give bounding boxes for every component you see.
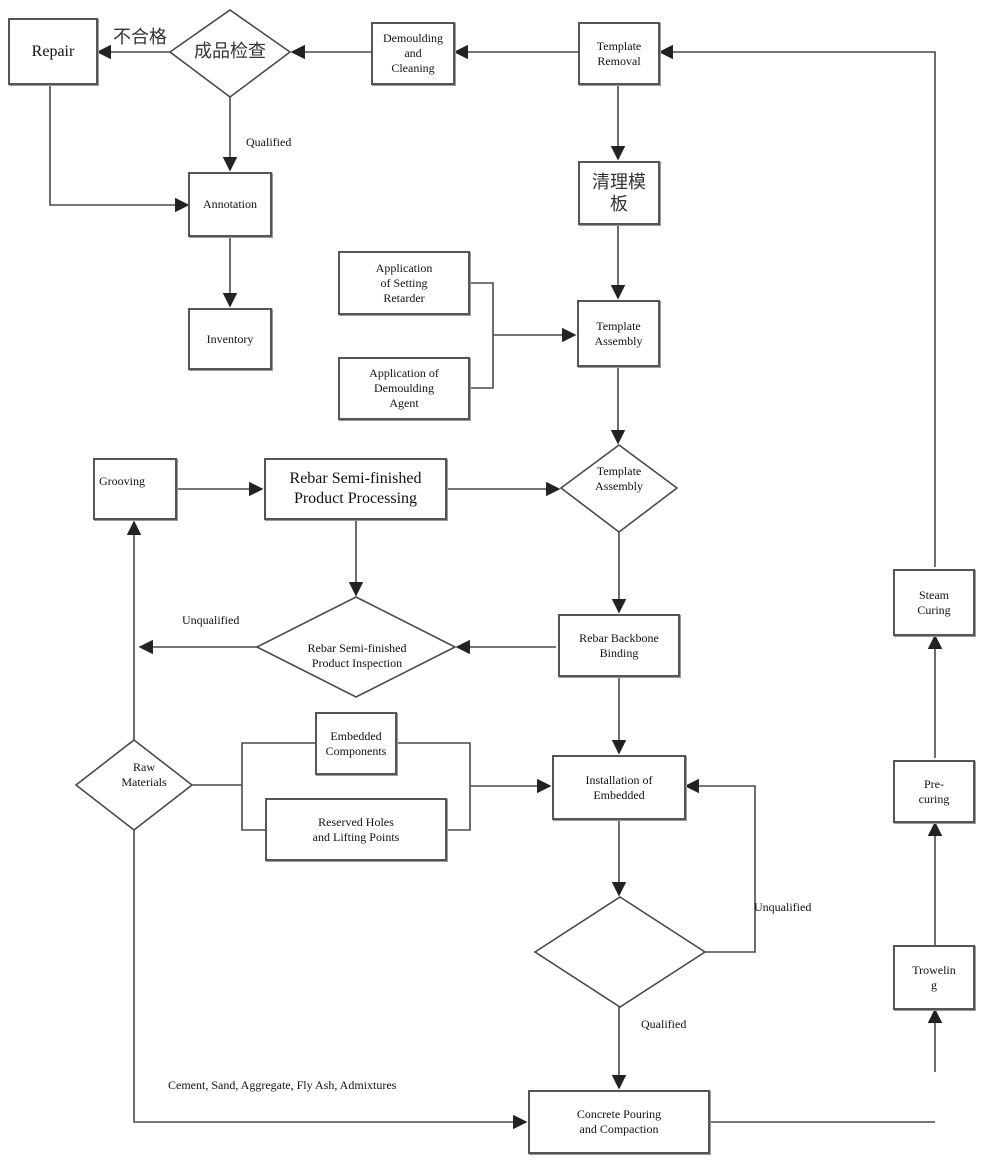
- materials-list-label: Cement, Sand, Aggregate, Fly Ash, Admixt…: [168, 1078, 397, 1092]
- template-removal-box: Template Removal: [578, 22, 660, 85]
- embedded-components-box: Embedded Components: [315, 712, 397, 775]
- rebar-backbone-box: Rebar Backbone Binding: [558, 614, 680, 677]
- grooving-box: Grooving: [93, 458, 177, 520]
- pre-curing-box: Pre- curing: [893, 760, 975, 823]
- demoulding-cleaning-box: Demoulding and Cleaning: [371, 22, 455, 85]
- qualified-top-label: Qualified: [246, 135, 292, 149]
- rebar-inspection-diamond: [255, 596, 457, 698]
- steam-curing-box: Steam Curing: [893, 569, 975, 636]
- clean-template-box: 清理模板: [578, 161, 660, 225]
- reserved-holes-box: Reserved Holes and Lifting Points: [265, 798, 447, 861]
- setting-retarder-box: Application of Setting Retarder: [338, 251, 470, 315]
- unqualified-cn-label: 不合格: [113, 27, 167, 47]
- template-assembly-box: Template Assembly: [577, 300, 660, 367]
- repair-box: Repair: [8, 18, 98, 85]
- unqualified-install-label: Unqualified: [754, 900, 812, 914]
- installation-embedded-box: Installation of Embedded: [552, 755, 686, 820]
- quality-check-diamond: [533, 896, 707, 1008]
- inventory-box: Inventory: [188, 308, 272, 370]
- troweling-box: Trowelin g: [893, 945, 975, 1010]
- raw-materials-label: Raw Materials: [121, 760, 167, 789]
- rebar-inspection-label: Rebar Semi-finished Product Inspection: [307, 641, 407, 670]
- qualified-bottom-label: Qualified: [641, 1017, 687, 1031]
- template-assembly-diamond-label: Template Assembly: [595, 464, 643, 493]
- unqualified-rebar-label: Unqualified: [182, 613, 240, 627]
- annotation-box: Annotation: [188, 172, 272, 237]
- demoulding-agent-box: Application of Demoulding Agent: [338, 357, 470, 420]
- concrete-pouring-box: Concrete Pouring and Compaction: [528, 1090, 710, 1154]
- rebar-processing-box: Rebar Semi-finished Product Processing: [264, 458, 447, 520]
- product-check-label: 成品检查: [194, 41, 266, 61]
